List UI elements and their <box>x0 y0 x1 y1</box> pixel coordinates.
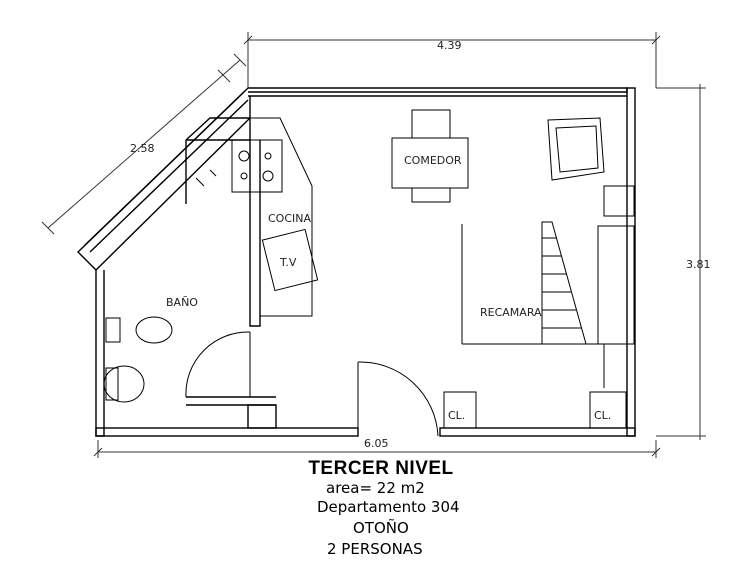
kitchen <box>210 117 319 317</box>
dimension-lines <box>41 32 706 458</box>
bedroom-furniture <box>461 185 635 388</box>
floor-plan: 4.39 2.58 3.81 6.05 COMEDOR COCINA T.V B… <box>41 32 711 458</box>
room-label-bano: BAÑO <box>166 296 198 309</box>
bathroom-fixtures <box>103 169 217 403</box>
room-label-comedor: COMEDOR <box>404 154 462 167</box>
dim-right-height: 3.81 <box>686 258 711 271</box>
dim-bottom-width: 6.05 <box>364 437 389 450</box>
closet-label-right: CL. <box>594 409 611 422</box>
armchair <box>547 117 605 181</box>
season-text: OTOÑO <box>353 519 409 537</box>
plan-title: TERCER NIVEL <box>308 458 454 479</box>
closet-label-left: CL. <box>448 409 465 422</box>
closets <box>443 391 627 429</box>
doors <box>185 331 439 437</box>
dining-table <box>391 109 469 203</box>
room-label-cocina: COCINA <box>268 212 311 225</box>
dim-diagonal: 2.58 <box>130 142 155 155</box>
room-label-recamara: RECAMARA <box>480 306 542 319</box>
walls <box>77 87 636 437</box>
room-label-tv: T.V <box>279 256 297 269</box>
department-text: Departamento 304 <box>317 498 460 516</box>
dim-top-width: 4.39 <box>437 39 462 52</box>
area-text: area= 22 m2 <box>326 479 425 497</box>
people-text: 2 PERSONAS <box>327 540 423 558</box>
